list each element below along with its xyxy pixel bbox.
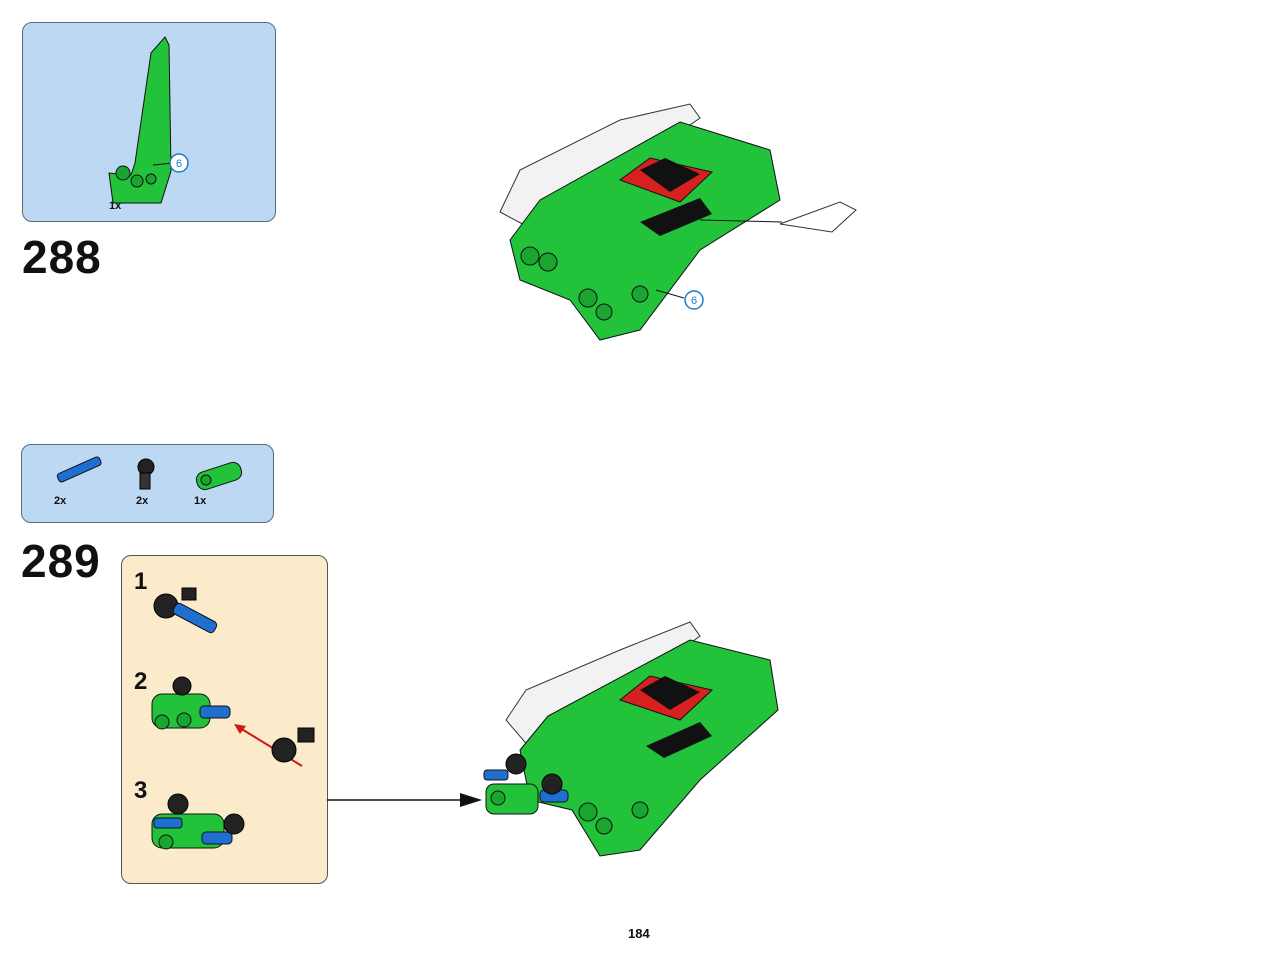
step-number-289: 289 <box>21 535 101 587</box>
substep-illustrations <box>151 587 315 850</box>
page-number: 184 <box>628 926 650 941</box>
parts-images <box>56 456 243 491</box>
callout-marker-label: 6 <box>176 158 182 170</box>
parts-box-step-289: 2x 2x 1x <box>21 444 274 523</box>
blue-axle-pin-image <box>56 456 102 483</box>
substep-number: 2 <box>134 668 148 695</box>
substep-number: 1 <box>134 568 148 595</box>
sub-assembly-callout: 1 2 3 <box>121 555 328 884</box>
substep-2-image <box>151 676 315 767</box>
substep-1-image <box>153 587 218 634</box>
substep-3-image <box>151 793 245 850</box>
green-connector-image <box>195 461 243 491</box>
step-number-288: 288 <box>22 231 102 283</box>
part-qty: 2x <box>54 495 67 507</box>
black-connector-image <box>137 458 155 490</box>
parts-box-step-288: 6 1x <box>22 22 276 222</box>
part-qty: 2x <box>136 495 149 507</box>
part-qty: 1x <box>194 495 207 507</box>
callout-marker-label: 6 <box>691 295 697 307</box>
substep-number: 3 <box>134 777 148 804</box>
part-qty: 1x <box>109 200 122 212</box>
green-panel-part-image: 6 <box>108 36 189 204</box>
